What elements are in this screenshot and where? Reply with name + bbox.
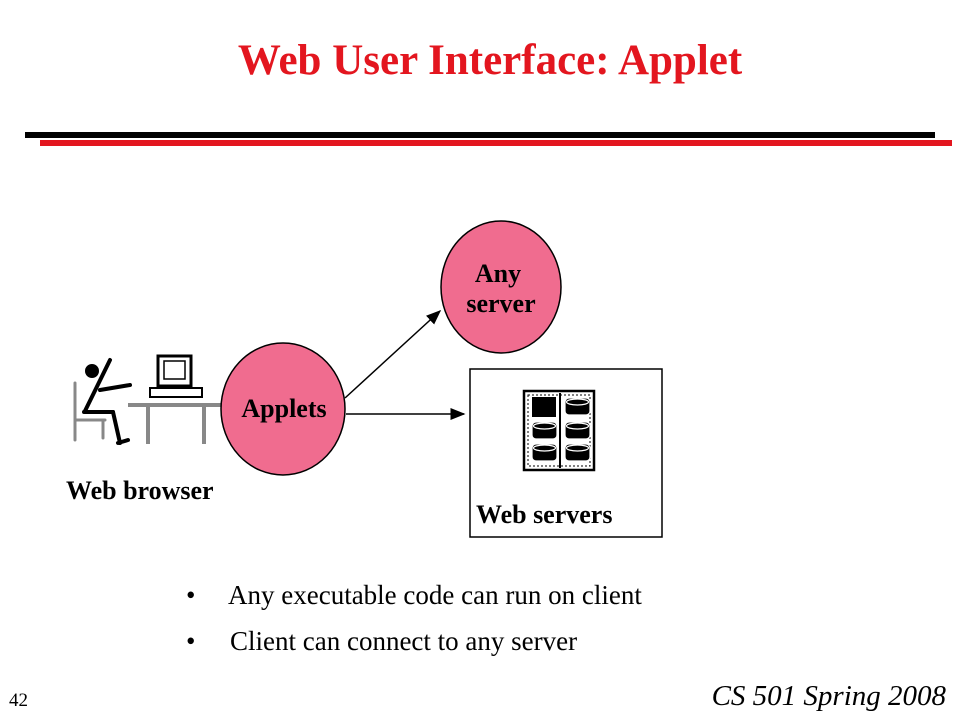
- bullet-marker: •: [186, 626, 196, 656]
- applets-node: [220, 342, 346, 476]
- applets-label: Applets: [241, 394, 327, 423]
- bullet-text: Any executable code can run on client: [228, 580, 642, 610]
- any-server-label-line1: Any: [474, 259, 522, 288]
- bullet-marker: •: [186, 580, 196, 610]
- computer-desk-icon: [128, 354, 228, 444]
- web-servers-label: Web servers: [476, 500, 613, 529]
- server-rack-icon: [522, 389, 596, 472]
- page-number: 42: [9, 690, 28, 711]
- course-footer: CS 501 Spring 2008: [711, 680, 946, 712]
- slide-title: Web User Interface: Applet: [237, 37, 743, 84]
- any-server-label: Any server: [441, 259, 561, 319]
- web-browser-label: Web browser: [66, 476, 214, 505]
- person-icon: [73, 358, 132, 445]
- any-server-label-line2: server: [466, 289, 536, 318]
- title-divider-red: [40, 140, 952, 146]
- arrow-to-any-server: [344, 309, 442, 399]
- any-server-node: [440, 220, 562, 354]
- title-divider-black: [25, 132, 935, 138]
- bullet-text: Client can connect to any server: [230, 626, 578, 656]
